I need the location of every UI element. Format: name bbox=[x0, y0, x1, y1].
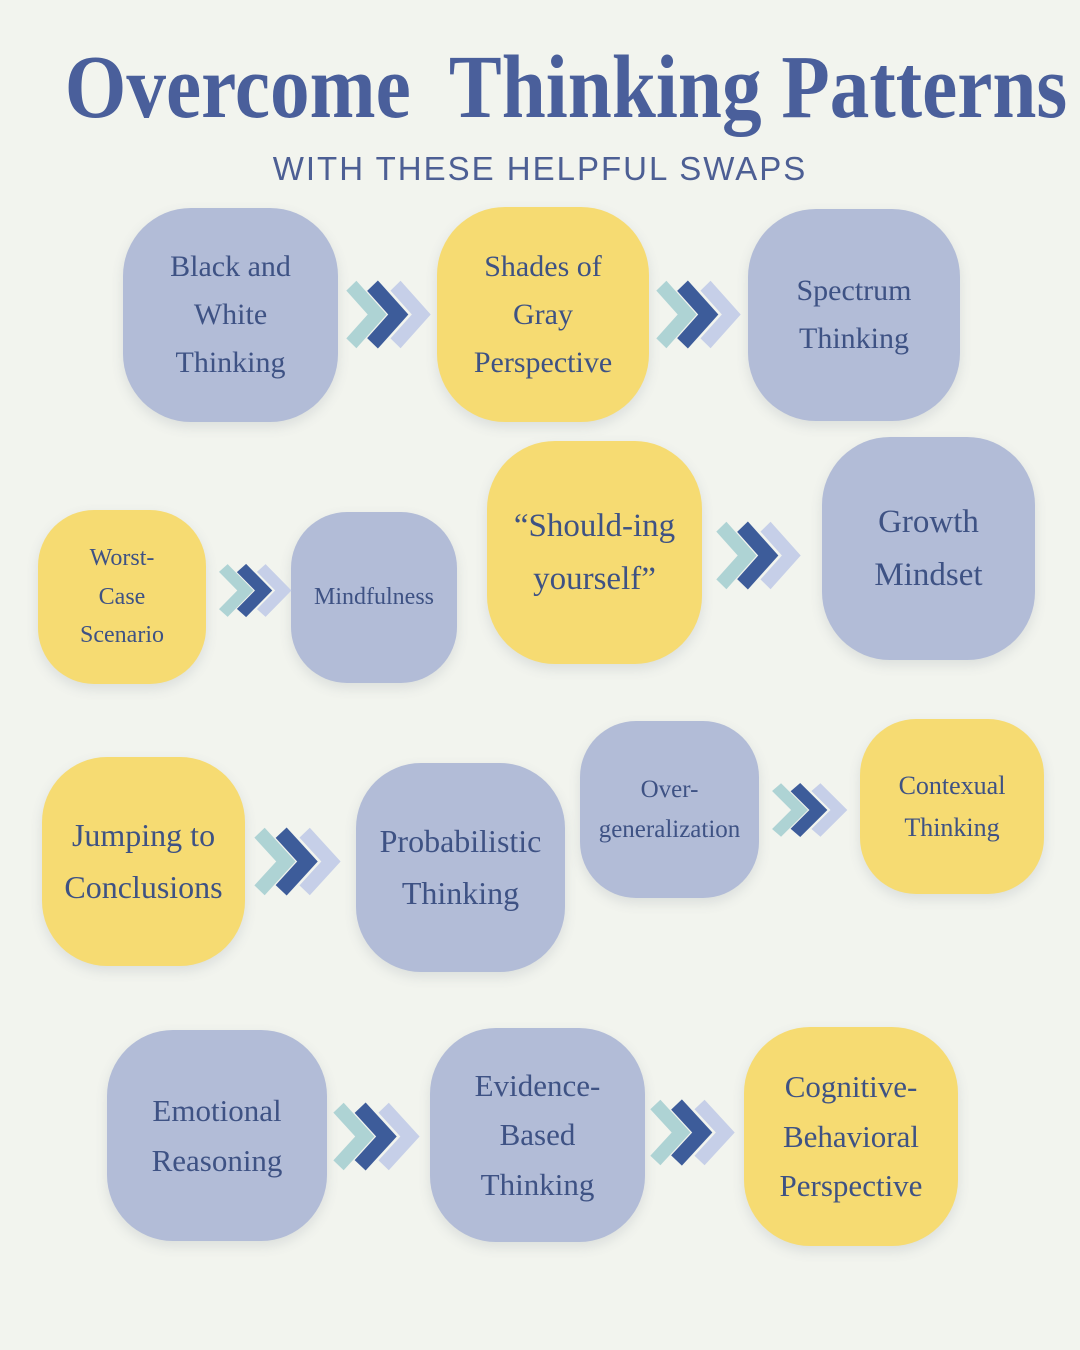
box-label-line: Thinking bbox=[175, 346, 286, 379]
box-label-line: generalization bbox=[598, 815, 741, 843]
box-label-line: Growth bbox=[878, 503, 979, 540]
box-label-line: Emotional bbox=[152, 1092, 282, 1128]
chevron-arrow-icon bbox=[656, 280, 741, 349]
box-label-line: White bbox=[193, 298, 268, 331]
box-label-line: Perspective bbox=[779, 1168, 923, 1204]
box-label-line: Conclusions bbox=[64, 868, 223, 905]
chevron-arrow-icon bbox=[716, 521, 801, 590]
box-label-line: “Should-ing bbox=[513, 507, 676, 544]
chevron-arrow-icon bbox=[346, 280, 431, 349]
box-label-line: Mindfulness bbox=[314, 584, 434, 611]
box-label-line: Mindset bbox=[874, 556, 983, 593]
box-label-line: Spectrum bbox=[796, 274, 912, 307]
box-label-line: Perspective bbox=[473, 345, 613, 379]
box-mindfulness: Mindfulness bbox=[291, 512, 457, 683]
box-label-line: Over- bbox=[640, 775, 699, 803]
box-over-generalization: Over-generalization bbox=[580, 721, 759, 898]
page-title: Overcome Thinking Patterns bbox=[64, 38, 1068, 137]
chevron-arrow-icon bbox=[333, 1102, 420, 1171]
box-label-line: Cognitive- bbox=[784, 1069, 918, 1105]
box-jumping-to-conclusions: Jumping to Conclusions bbox=[42, 757, 245, 966]
box-label-line: Contexual bbox=[898, 770, 1006, 800]
page-subtitle: WITH THESE HELPFUL SWAPS bbox=[272, 150, 808, 187]
box-label-line: Behavioral bbox=[782, 1118, 919, 1154]
box-label-line: Gray bbox=[513, 297, 573, 331]
box-label-line: Probabilistic bbox=[379, 823, 542, 860]
chevron-arrow-icon bbox=[254, 827, 341, 896]
box-label-line: Thinking bbox=[904, 812, 1000, 842]
box-label-line: Worst- bbox=[89, 545, 155, 572]
box-should-ing-yourself: “Should-ing yourself” bbox=[487, 441, 702, 664]
box-label-line: Reasoning bbox=[151, 1142, 283, 1178]
box-label-line: Scenario bbox=[80, 622, 164, 649]
box-label-line: Evidence- bbox=[474, 1067, 601, 1103]
box-label-line: Shades of bbox=[484, 249, 602, 283]
box-label-line: Based bbox=[499, 1117, 576, 1153]
box-label-line: yourself” bbox=[533, 560, 656, 597]
box-label-line: Thinking bbox=[480, 1166, 595, 1202]
chevron-arrow-icon bbox=[218, 563, 292, 618]
chevron-arrow-icon bbox=[650, 1099, 735, 1166]
box-label-line: Jumping to bbox=[71, 817, 216, 854]
box-label-line: Thinking bbox=[401, 874, 520, 911]
box-label-line: Black and bbox=[170, 250, 291, 283]
chevron-arrow-icon bbox=[772, 782, 848, 838]
box-label-line: Case bbox=[98, 583, 146, 610]
box-label-line: Thinking bbox=[799, 322, 909, 355]
